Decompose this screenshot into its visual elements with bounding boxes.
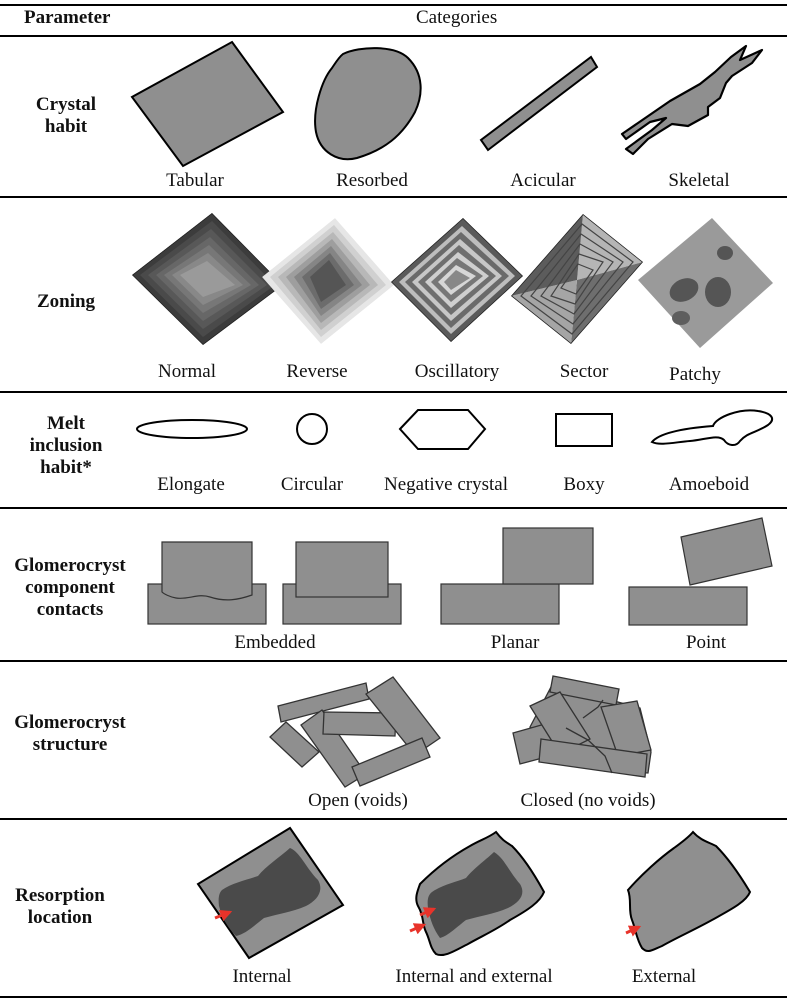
embedded-glomerocryst-1 — [147, 541, 267, 625]
external-resorption-crystal — [625, 830, 752, 953]
label-closed-no-voids: Closed (no voids) — [520, 790, 656, 811]
param-glomerocryst-contacts: Glomerocryst component contacts — [14, 555, 126, 621]
param-line: structure — [32, 734, 108, 755]
param-line: contacts — [36, 599, 104, 620]
closed-glomerocryst — [512, 675, 652, 778]
label-negative-crystal: Negative crystal — [384, 474, 508, 495]
negative-crystal-inclusion — [398, 409, 487, 450]
tabular-crystal — [130, 40, 285, 168]
param-melt-inclusion-habit: Melt inclusion habit* — [30, 413, 103, 479]
label-tabular: Tabular — [166, 170, 224, 191]
label-internal-and-external: Internal and external — [395, 966, 553, 987]
planar-glomerocryst — [440, 527, 594, 625]
label-sector: Sector — [559, 361, 609, 382]
label-open-voids: Open (voids) — [308, 790, 408, 811]
param-line: Crystal — [35, 94, 97, 115]
param-line: location — [27, 907, 93, 928]
oscillatory-zoning-crystal — [391, 218, 523, 342]
sector-zoning-crystal — [511, 214, 643, 344]
skeletal-crystal — [620, 44, 764, 156]
resorbed-crystal — [314, 47, 422, 161]
label-planar: Planar — [490, 632, 540, 653]
rule-row-5 — [0, 818, 787, 820]
label-acicular: Acicular — [510, 170, 576, 191]
header-categories: Categories — [416, 7, 498, 28]
label-amoeboid: Amoeboid — [668, 474, 750, 495]
header-parameter: Parameter — [24, 7, 111, 28]
param-line: Resorption — [15, 885, 105, 906]
label-external: External — [631, 966, 697, 987]
param-resorption-location: Resorption location — [15, 885, 105, 929]
param-glomerocryst-structure: Glomerocryst structure — [14, 712, 126, 756]
internal-resorption-crystal — [196, 826, 345, 960]
amoeboid-inclusion — [650, 409, 774, 446]
rule-row-1 — [0, 196, 787, 198]
point-glomerocryst — [628, 517, 773, 626]
rule-top — [0, 4, 787, 6]
rule-row-3 — [0, 507, 787, 509]
param-zoning: Zoning — [37, 291, 95, 313]
param-line: Melt — [47, 413, 85, 434]
acicular-crystal — [479, 55, 599, 152]
label-oscillatory: Oscillatory — [414, 361, 500, 382]
elongate-inclusion — [136, 419, 248, 439]
label-normal: Normal — [157, 361, 217, 382]
label-boxy: Boxy — [563, 474, 605, 495]
rule-row-2 — [0, 391, 787, 393]
label-embedded: Embedded — [234, 632, 316, 653]
param-line: Glomerocryst — [14, 555, 126, 576]
open-glomerocryst — [269, 676, 441, 788]
embedded-glomerocryst-2 — [282, 541, 402, 625]
param-line: Zoning — [36, 291, 96, 312]
param-line: inclusion — [29, 435, 103, 456]
rule-bottom — [0, 996, 787, 998]
label-circular: Circular — [280, 474, 344, 495]
label-point: Point — [685, 632, 727, 653]
reverse-zoning-crystal — [262, 218, 394, 344]
param-crystal-habit: Crystal habit — [36, 94, 96, 138]
param-line: habit* — [40, 457, 92, 478]
label-elongate: Elongate — [157, 474, 225, 495]
rule-row-4 — [0, 660, 787, 662]
patchy-zoning-crystal — [638, 218, 773, 348]
label-skeletal: Skeletal — [668, 170, 730, 191]
circular-inclusion — [296, 413, 328, 445]
label-resorbed: Resorbed — [336, 170, 408, 191]
label-patchy: Patchy — [669, 364, 721, 385]
boxy-inclusion — [555, 413, 613, 447]
param-line: habit — [44, 116, 88, 137]
param-line: Glomerocryst — [14, 712, 126, 733]
rule-header — [0, 35, 787, 37]
param-line: component — [25, 577, 115, 598]
label-reverse: Reverse — [286, 361, 348, 382]
internal-and-external-resorption-crystal — [409, 830, 546, 956]
label-internal: Internal — [232, 966, 292, 987]
normal-zoning-crystal — [132, 213, 283, 345]
